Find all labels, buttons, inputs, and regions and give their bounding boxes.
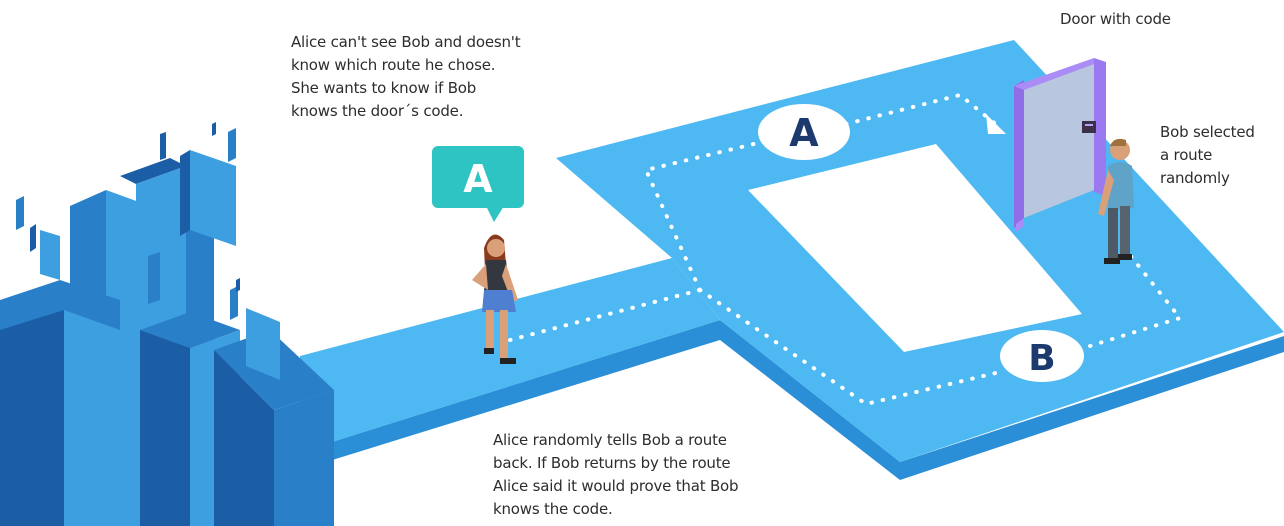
city-blocks [0, 122, 334, 526]
caption-bob-note: Bob selected a route randomly [1160, 121, 1255, 190]
caption-alice-intro: Alice can't see Bob and doesn't know whi… [291, 31, 520, 123]
route-label-a-text: A [789, 111, 819, 155]
speech-bubble: A [432, 146, 524, 222]
speech-bubble-text: A [463, 157, 493, 201]
route-label-a: A [758, 104, 850, 160]
route-label-b-text: B [1028, 338, 1055, 379]
route-label-b: B [1000, 330, 1084, 382]
caption-door-label: Door with code [1060, 8, 1171, 31]
keypad-icon [1082, 121, 1096, 133]
caption-alice-tells: Alice randomly tells Bob a route back. I… [493, 429, 738, 521]
